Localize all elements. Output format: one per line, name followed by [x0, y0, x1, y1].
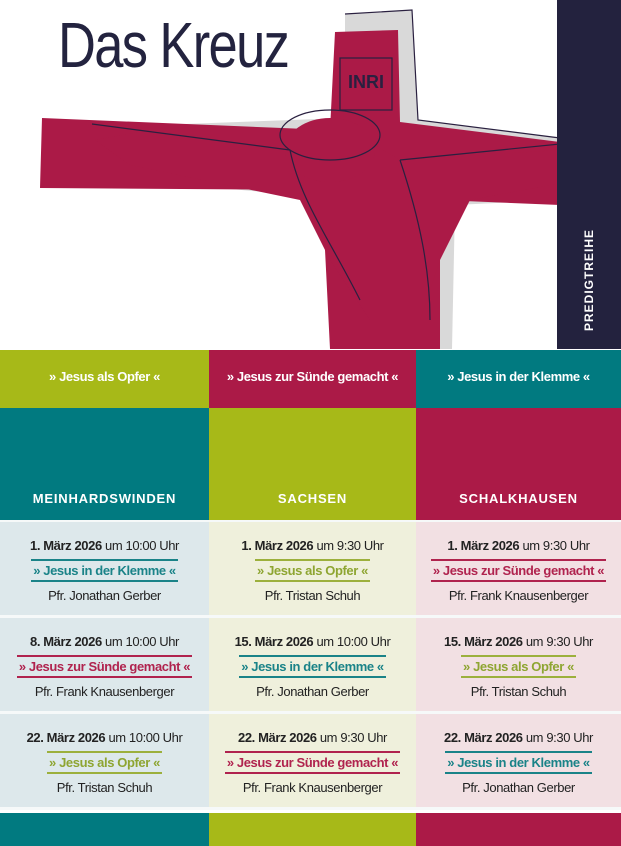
service-date: 15. März 2026	[443, 634, 523, 649]
service-datetime: 15. März 2026 um 9:30 Uhr	[444, 634, 593, 649]
service-entry: 22. März 2026 um 10:00 Uhr » Jesus als O…	[0, 714, 209, 807]
crucifix-illustration: INRI	[40, 9, 605, 349]
service-topic: » Jesus als Opfer «	[255, 559, 370, 582]
schedule-row: 22. März 2026 um 10:00 Uhr » Jesus als O…	[0, 714, 621, 810]
service-datetime: 22. März 2026 um 10:00 Uhr	[27, 730, 183, 745]
service-topic: » Jesus in der Klemme «	[445, 751, 592, 774]
service-date: 1. März 2026	[241, 538, 314, 553]
location-header: MEINHARDSWINDEN	[0, 408, 209, 520]
service-topic: » Jesus in der Klemme «	[31, 559, 178, 582]
service-time: 10:00 Uhr	[125, 538, 180, 553]
service-date: 22. März 2026	[26, 730, 106, 745]
schedule-row: 1. März 2026 um 10:00 Uhr » Jesus in der…	[0, 522, 621, 618]
service-time: 9:30 Uhr	[340, 730, 387, 745]
service-datetime: 1. März 2026 um 9:30 Uhr	[241, 538, 384, 553]
service-topic: » Jesus als Opfer «	[461, 655, 576, 678]
theme-3: » Jesus in der Klemme «	[416, 350, 621, 408]
connector: um	[525, 634, 544, 649]
service-entry: 1. März 2026 um 10:00 Uhr » Jesus in der…	[0, 522, 209, 615]
service-entry: 15. März 2026 um 9:30 Uhr » Jesus als Op…	[416, 618, 621, 711]
service-topic: » Jesus zur Sünde gemacht «	[224, 751, 401, 774]
service-speaker: Pfr. Jonathan Gerber	[256, 684, 369, 699]
hero-illustration: INRI Das Kreuz PREDIGTREIHE	[0, 0, 621, 349]
location-headers: MEINHARDSWINDEN SACHSEN SCHALKHAUSEN	[0, 408, 621, 520]
connector: um	[319, 730, 338, 745]
service-entry: 15. März 2026 um 10:00 Uhr » Jesus in de…	[209, 618, 416, 711]
inri-sign: INRI	[348, 72, 384, 92]
connector: um	[105, 634, 123, 649]
service-date: 1. März 2026	[447, 538, 520, 553]
service-topic: » Jesus als Opfer «	[47, 751, 162, 774]
service-speaker: Pfr. Frank Knausenberger	[242, 780, 383, 795]
service-speaker: Pfr. Frank Knausenberger	[34, 684, 175, 699]
connector: um	[316, 538, 334, 553]
service-time: 10:00 Uhr	[128, 730, 183, 745]
connector: um	[525, 730, 544, 745]
theme-band: » Jesus als Opfer « » Jesus zur Sünde ge…	[0, 350, 621, 408]
footer-block	[209, 813, 416, 846]
service-time: 9:30 Uhr	[336, 538, 384, 553]
service-entry: 1. März 2026 um 9:30 Uhr » Jesus als Opf…	[209, 522, 416, 615]
location-header: SACHSEN	[209, 408, 416, 520]
service-datetime: 22. März 2026 um 9:30 Uhr	[238, 730, 387, 745]
service-datetime: 1. März 2026 um 10:00 Uhr	[30, 538, 179, 553]
footer-band	[0, 813, 621, 846]
theme-1: » Jesus als Opfer «	[0, 350, 209, 408]
connector: um	[522, 538, 540, 553]
service-date: 1. März 2026	[29, 538, 102, 553]
service-topic: » Jesus in der Klemme «	[239, 655, 386, 678]
service-topic: » Jesus zur Sünde gemacht «	[16, 655, 193, 678]
service-date: 15. März 2026	[234, 634, 314, 649]
service-datetime: 1. März 2026 um 9:30 Uhr	[447, 538, 590, 553]
schedule-row: 8. März 2026 um 10:00 Uhr » Jesus zur Sü…	[0, 618, 621, 714]
service-speaker: Pfr. Frank Knausenberger	[448, 588, 589, 603]
service-entry: 22. März 2026 um 9:30 Uhr » Jesus zur Sü…	[209, 714, 416, 807]
service-entry: 8. März 2026 um 10:00 Uhr » Jesus zur Sü…	[0, 618, 209, 711]
service-date: 22. März 2026	[237, 730, 317, 745]
connector: um	[108, 730, 126, 745]
page-title: Das Kreuz	[58, 9, 290, 81]
service-speaker: Pfr. Jonathan Gerber	[462, 780, 575, 795]
location-header: SCHALKHAUSEN	[416, 408, 621, 520]
service-time: 9:30 Uhr	[546, 730, 593, 745]
service-topic: » Jesus zur Sünde gemacht «	[430, 559, 607, 582]
service-time: 9:30 Uhr	[546, 634, 593, 649]
service-time: 10:00 Uhr	[125, 634, 180, 649]
connector: um	[105, 538, 123, 553]
service-speaker: Pfr. Tristan Schuh	[56, 780, 153, 795]
connector: um	[316, 634, 334, 649]
service-date: 22. März 2026	[443, 730, 523, 745]
service-datetime: 15. März 2026 um 10:00 Uhr	[235, 634, 391, 649]
service-datetime: 22. März 2026 um 9:30 Uhr	[444, 730, 593, 745]
service-entry: 22. März 2026 um 9:30 Uhr » Jesus in der…	[416, 714, 621, 807]
series-label: PREDIGTREIHE	[582, 228, 596, 332]
service-date: 8. März 2026	[29, 634, 102, 649]
service-speaker: Pfr. Tristan Schuh	[470, 684, 567, 699]
service-entry: 1. März 2026 um 9:30 Uhr » Jesus zur Sün…	[416, 522, 621, 615]
series-sidebar: PREDIGTREIHE	[557, 0, 621, 349]
service-time: 10:00 Uhr	[336, 634, 391, 649]
service-speaker: Pfr. Tristan Schuh	[264, 588, 361, 603]
theme-2: » Jesus zur Sünde gemacht «	[209, 350, 416, 408]
service-speaker: Pfr. Jonathan Gerber	[48, 588, 161, 603]
footer-block	[0, 813, 209, 846]
schedule-table: 1. März 2026 um 10:00 Uhr » Jesus in der…	[0, 520, 621, 810]
footer-block	[416, 813, 621, 846]
service-datetime: 8. März 2026 um 10:00 Uhr	[30, 634, 179, 649]
service-time: 9:30 Uhr	[542, 538, 590, 553]
